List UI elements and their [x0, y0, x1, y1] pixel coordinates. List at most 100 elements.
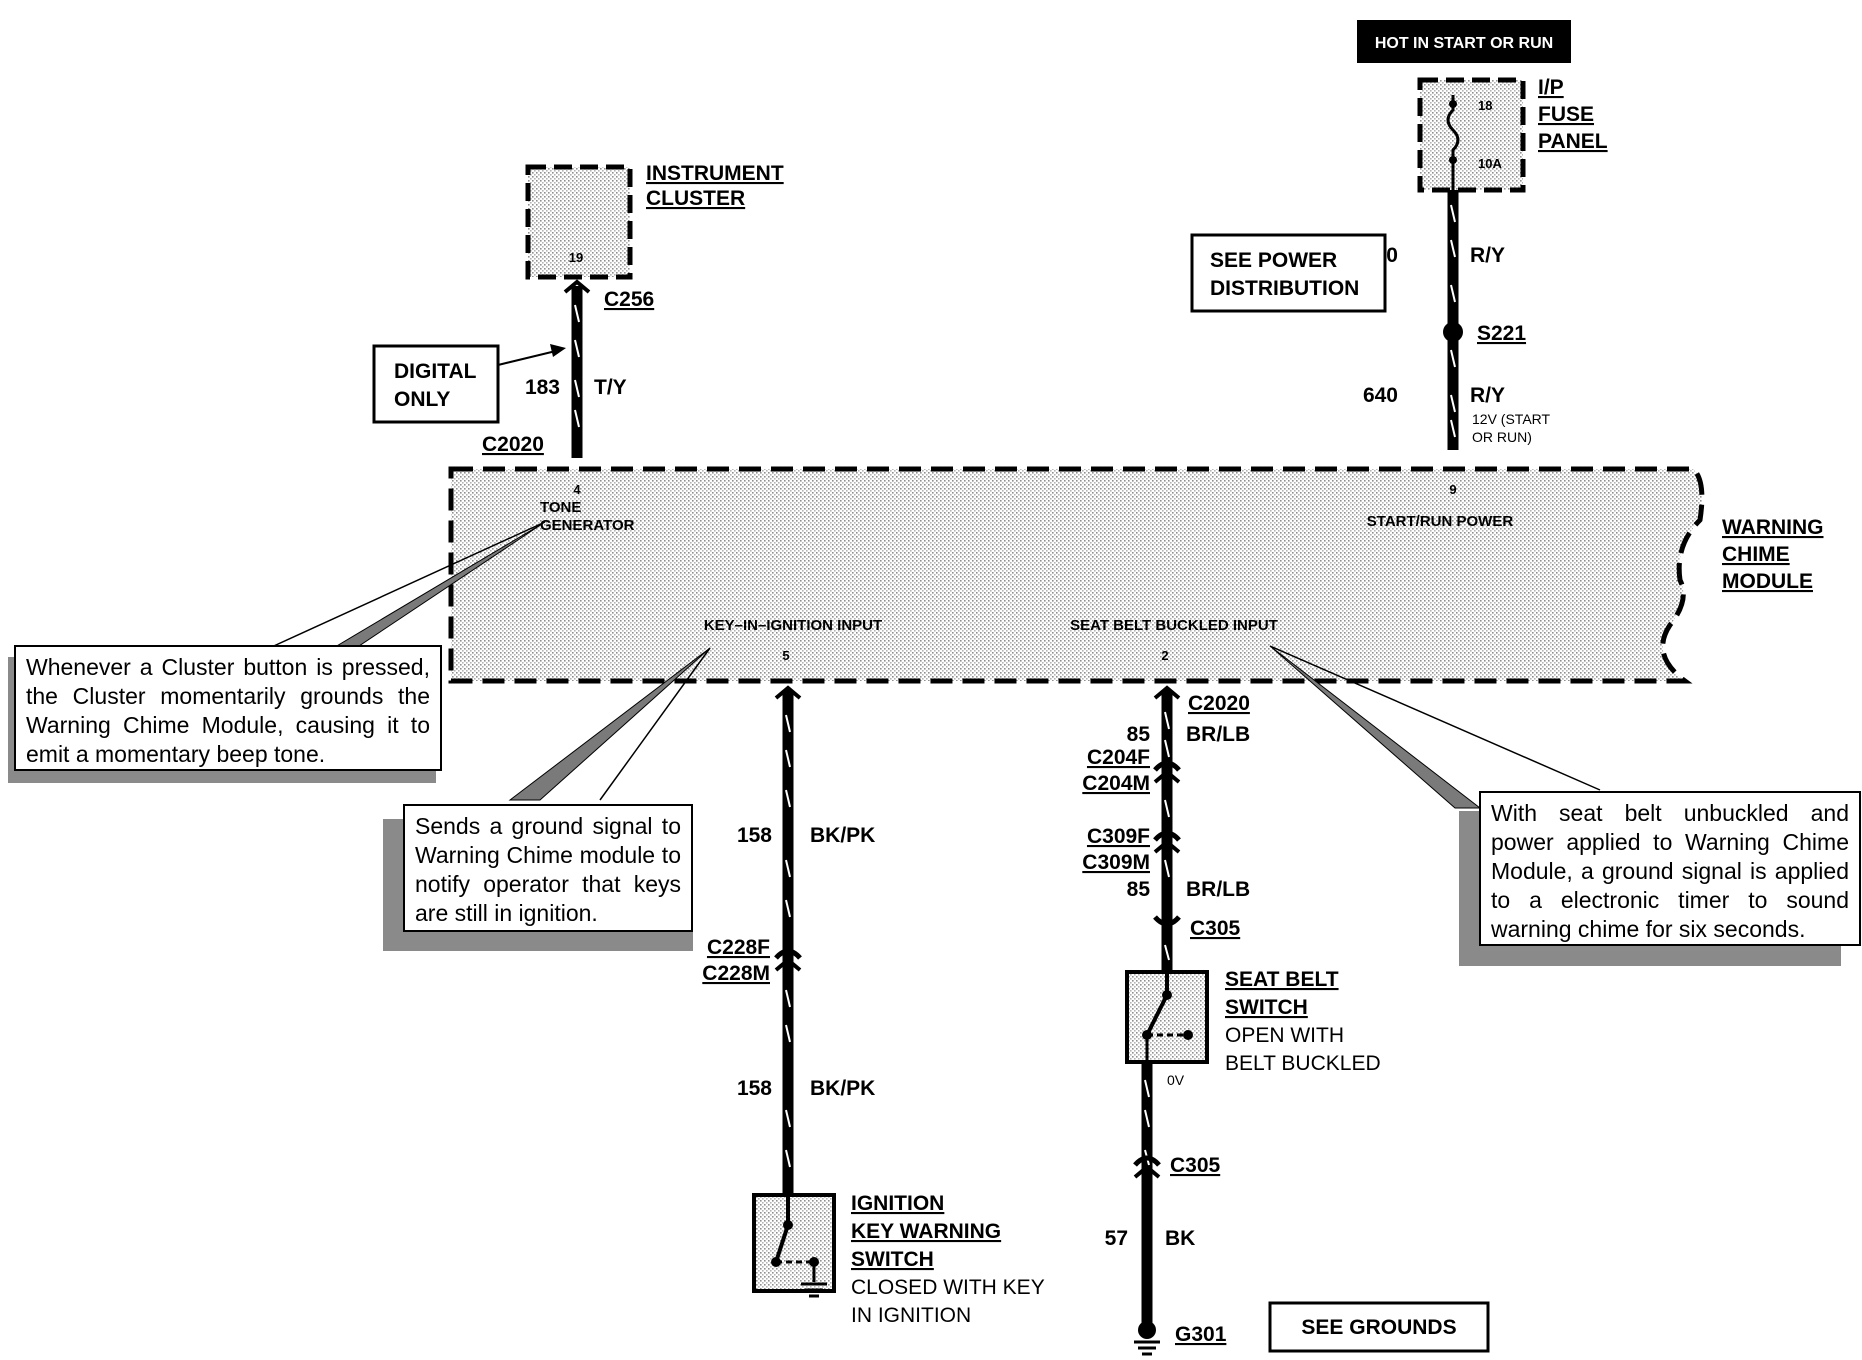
module-pin-9: 9 — [1449, 482, 1456, 497]
ground-icon — [801, 1282, 827, 1298]
connector-c309f-label: C309F — [1087, 825, 1150, 848]
fuse-terminal-icon — [1449, 156, 1457, 164]
seatbelt-note: With seat belt unbuckled and power appli… — [1479, 791, 1861, 946]
switch-blade-icon — [774, 1224, 790, 1263]
fuse-icon — [1446, 95, 1460, 190]
key-note-pointer — [508, 647, 711, 801]
module-title-3: MODULE — [1722, 570, 1813, 593]
wire-158a-color: BK/PK — [810, 824, 875, 847]
hot-label: HOT IN START OR RUN — [1375, 35, 1553, 52]
seatbelt-note-pointer-line — [1269, 645, 1601, 791]
fuse-panel-title-1: I/P — [1538, 76, 1564, 99]
see-power-distribution-line1: SEE POWER — [1210, 249, 1337, 272]
ignition-switch-title-1: IGNITION — [851, 1192, 944, 1215]
module-title-2: CHIME — [1722, 543, 1790, 566]
connector-c256-label: C256 — [604, 288, 654, 311]
fuse-number: 18 — [1478, 98, 1492, 113]
hot-label-background — [1357, 20, 1571, 63]
connector-c228m-label: C228M — [702, 962, 770, 985]
connector-c2020-pin2-icon — [1153, 685, 1181, 700]
seat-belt-switch-desc-2: BELT BUCKLED — [1225, 1052, 1381, 1075]
wire-640-color: R/Y — [1470, 244, 1505, 267]
wire-57-number: 57 — [1105, 1227, 1128, 1250]
seat-belt-switch-title-1: SEAT BELT — [1225, 968, 1339, 991]
splice-s221-label: S221 — [1477, 322, 1526, 345]
module-pin-2: 2 — [1161, 648, 1168, 663]
ground-icon — [1134, 1340, 1160, 1356]
see-grounds-label: SEE GROUNDS — [1301, 1316, 1456, 1339]
connector-c204f-icon — [1153, 760, 1181, 772]
wire-640b-note-2: OR RUN) — [1472, 429, 1532, 445]
seat-belt-voltage: 0V — [1167, 1072, 1185, 1088]
ignition-key-warning-switch-box — [752, 1193, 836, 1293]
connector-c305-top-icon — [1153, 915, 1181, 927]
connector-c204m-icon — [1153, 769, 1181, 784]
digital-only-arrow — [497, 349, 561, 366]
wire-183-number: 183 — [525, 376, 560, 399]
wire-640b-number: 640 — [1363, 384, 1398, 407]
fuse-panel-title-3: PANEL — [1538, 130, 1608, 153]
key-note: Sends a ground signal to Warning Chime m… — [403, 804, 693, 932]
seat-belt-switch-desc-1: OPEN WITH — [1225, 1024, 1344, 1047]
wire-85a-number: 85 — [1127, 723, 1151, 746]
cluster-note: Whenever a Cluster button is pressed, th… — [14, 645, 442, 771]
fuse-panel-title-2: FUSE — [1538, 103, 1594, 126]
connector-c305-bottom-label: C305 — [1170, 1154, 1221, 1177]
module-pin-9-label: START/RUN POWER — [1367, 513, 1514, 530]
module-pin-4-label-1: TONE — [540, 499, 581, 516]
see-power-distribution-line2: DISTRIBUTION — [1210, 277, 1359, 300]
connector-c2020-pin5-icon — [774, 685, 802, 700]
connector-c309m-icon — [1153, 839, 1181, 854]
connector-c228m-icon — [774, 957, 802, 972]
digital-only-line1: DIGITAL — [394, 360, 477, 383]
cluster-note-pointer-line — [264, 521, 546, 651]
digital-only-line2: ONLY — [394, 388, 450, 411]
wire-85b-number: 85 — [1127, 878, 1151, 901]
see-grounds-box[interactable] — [1268, 1301, 1490, 1353]
connector-c309f-icon — [1153, 830, 1181, 842]
wire-158b-color: BK/PK — [810, 1077, 875, 1100]
wire-85a-color: BR/LB — [1186, 723, 1250, 746]
wire-158b-number: 158 — [737, 1077, 772, 1100]
module-title-1: WARNING — [1722, 516, 1824, 539]
module-pin-2-label: SEAT BELT BUCKLED INPUT — [1070, 617, 1278, 634]
warning-chime-module-box — [448, 466, 1705, 684]
module-pin-4-label-2: GENERATOR — [540, 517, 635, 534]
instrument-cluster-box — [525, 164, 633, 280]
see-power-distribution-box[interactable] — [1190, 233, 1387, 313]
arrowhead-icon — [550, 344, 566, 357]
connector-c204f-label: C204F — [1087, 746, 1150, 769]
fuse-rating: 10A — [1478, 156, 1502, 171]
seat-belt-switch-title-2: SWITCH — [1225, 996, 1308, 1019]
ground-g301-label: G301 — [1175, 1323, 1227, 1346]
wire-158a-number: 158 — [737, 824, 772, 847]
splice-s221 — [1443, 322, 1463, 342]
connector-c305-bottom-male-icon — [1133, 1164, 1161, 1179]
instrument-cluster-pin: 19 — [569, 250, 583, 265]
module-pin-4: 4 — [573, 482, 581, 497]
fuse-terminal-icon — [1449, 100, 1457, 108]
wire-640b-note-1: 12V (START — [1472, 411, 1551, 427]
key-note-pointer-line — [599, 647, 711, 801]
connector-c305-top-label: C305 — [1190, 917, 1241, 940]
instrument-cluster-title-2: CLUSTER — [646, 187, 745, 210]
wire-640b-color: R/Y — [1470, 384, 1505, 407]
connector-c228f-icon — [774, 948, 802, 960]
digital-only-box — [372, 344, 500, 424]
connector-c309m-label: C309M — [1082, 851, 1150, 874]
ignition-switch-title-3: SWITCH — [851, 1248, 934, 1271]
ignition-switch-desc-2: IN IGNITION — [851, 1304, 971, 1327]
ignition-switch-desc-1: CLOSED WITH KEY — [851, 1276, 1045, 1299]
wire-57-color: BK — [1165, 1227, 1195, 1250]
switch-contact-icon — [1183, 1030, 1193, 1040]
connector-c256-icon — [563, 279, 591, 294]
wire-183-color: T/Y — [594, 376, 627, 399]
connector-c228f-label: C228F — [707, 936, 770, 959]
instrument-cluster-title-1: INSTRUMENT — [646, 162, 784, 185]
fuse-panel-box — [1417, 77, 1526, 193]
wire-85b-color: BR/LB — [1186, 878, 1250, 901]
seatbelt-note-pointer — [1269, 645, 1482, 809]
module-pin-5-label: KEY–IN–IGNITION INPUT — [704, 617, 882, 634]
ground-g301-icon — [1138, 1321, 1156, 1339]
